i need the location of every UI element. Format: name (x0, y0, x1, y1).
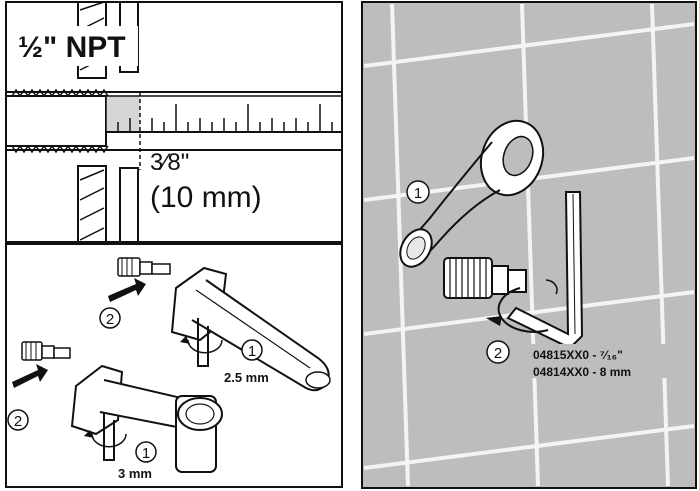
lower-spout: 2 1 3 mm (7, 341, 223, 481)
upper-spout: 2 1 2.5 mm (99, 257, 331, 392)
wall-connector (443, 257, 527, 299)
panel-spout-install: 2 1 2.5 mm 2 (5, 243, 343, 488)
upper-step1-badge (241, 339, 263, 361)
panel-wall-install: 1 2 04815XX (361, 1, 697, 489)
lower-nozzle-part (21, 341, 71, 361)
part-number-imperial: 04815XX0 - ⁷⁄₁₆" (533, 348, 623, 362)
lower-step1-badge (135, 441, 157, 463)
thread-size-label: ½" NPT (18, 31, 126, 64)
ruler (105, 95, 343, 133)
svg-text:2: 2 (494, 345, 502, 362)
svg-text:2: 2 (106, 311, 114, 328)
wall-step2-badge (486, 340, 510, 364)
teflon-tape (399, 119, 545, 268)
lower-arrow-icon (12, 364, 48, 388)
svg-text:2: 2 (14, 413, 22, 430)
depth-region (106, 96, 140, 132)
part-number-metric: 04814XX0 - 8 mm (533, 365, 631, 379)
threaded-nipple (5, 88, 109, 154)
upper-nozzle-part (117, 257, 171, 277)
svg-text:1: 1 (142, 445, 150, 462)
upper-arrow-icon (108, 278, 146, 302)
svg-text:1: 1 (414, 185, 422, 202)
svg-text:1: 1 (248, 343, 256, 360)
wall-step1-badge (406, 180, 430, 204)
depth-metric-label: (10 mm) (150, 181, 262, 214)
hex-wrench (486, 191, 584, 350)
depth-fraction-label: 3⁄8" (150, 149, 189, 176)
panel-thread-depth: ½" NPT 3⁄8" (10 mm) (5, 1, 343, 243)
upper-step2-badge (99, 307, 121, 329)
lower-hex-size-label: 3 mm (118, 466, 152, 481)
upper-hex-size-label: 2.5 mm (224, 370, 269, 385)
lower-step2-badge (7, 409, 29, 431)
pipe-lower (77, 165, 139, 243)
